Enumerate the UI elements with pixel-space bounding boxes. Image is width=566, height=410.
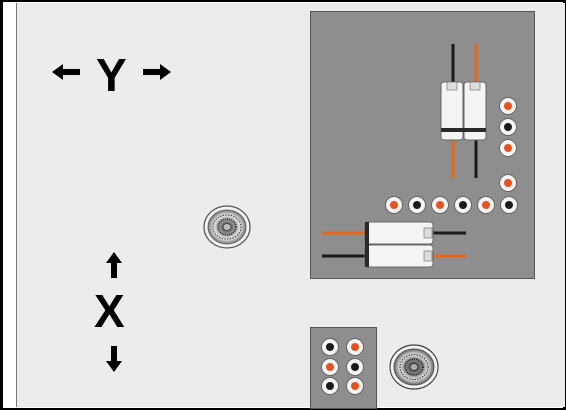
speaker-icon (203, 205, 251, 249)
x-axis-label: X (94, 285, 125, 337)
arrow-up-icon (106, 252, 122, 278)
vertical-capacitor-pair (440, 44, 487, 178)
y-axis-label: Y (96, 49, 127, 101)
connector-row (385, 196, 518, 214)
horizontal-capacitor-pair (322, 221, 466, 268)
arrow-right-icon (143, 64, 171, 80)
arrow-down-icon (106, 346, 122, 372)
arrow-left-icon (52, 64, 80, 80)
connector-column (499, 97, 517, 192)
speaker-icon (389, 344, 439, 390)
